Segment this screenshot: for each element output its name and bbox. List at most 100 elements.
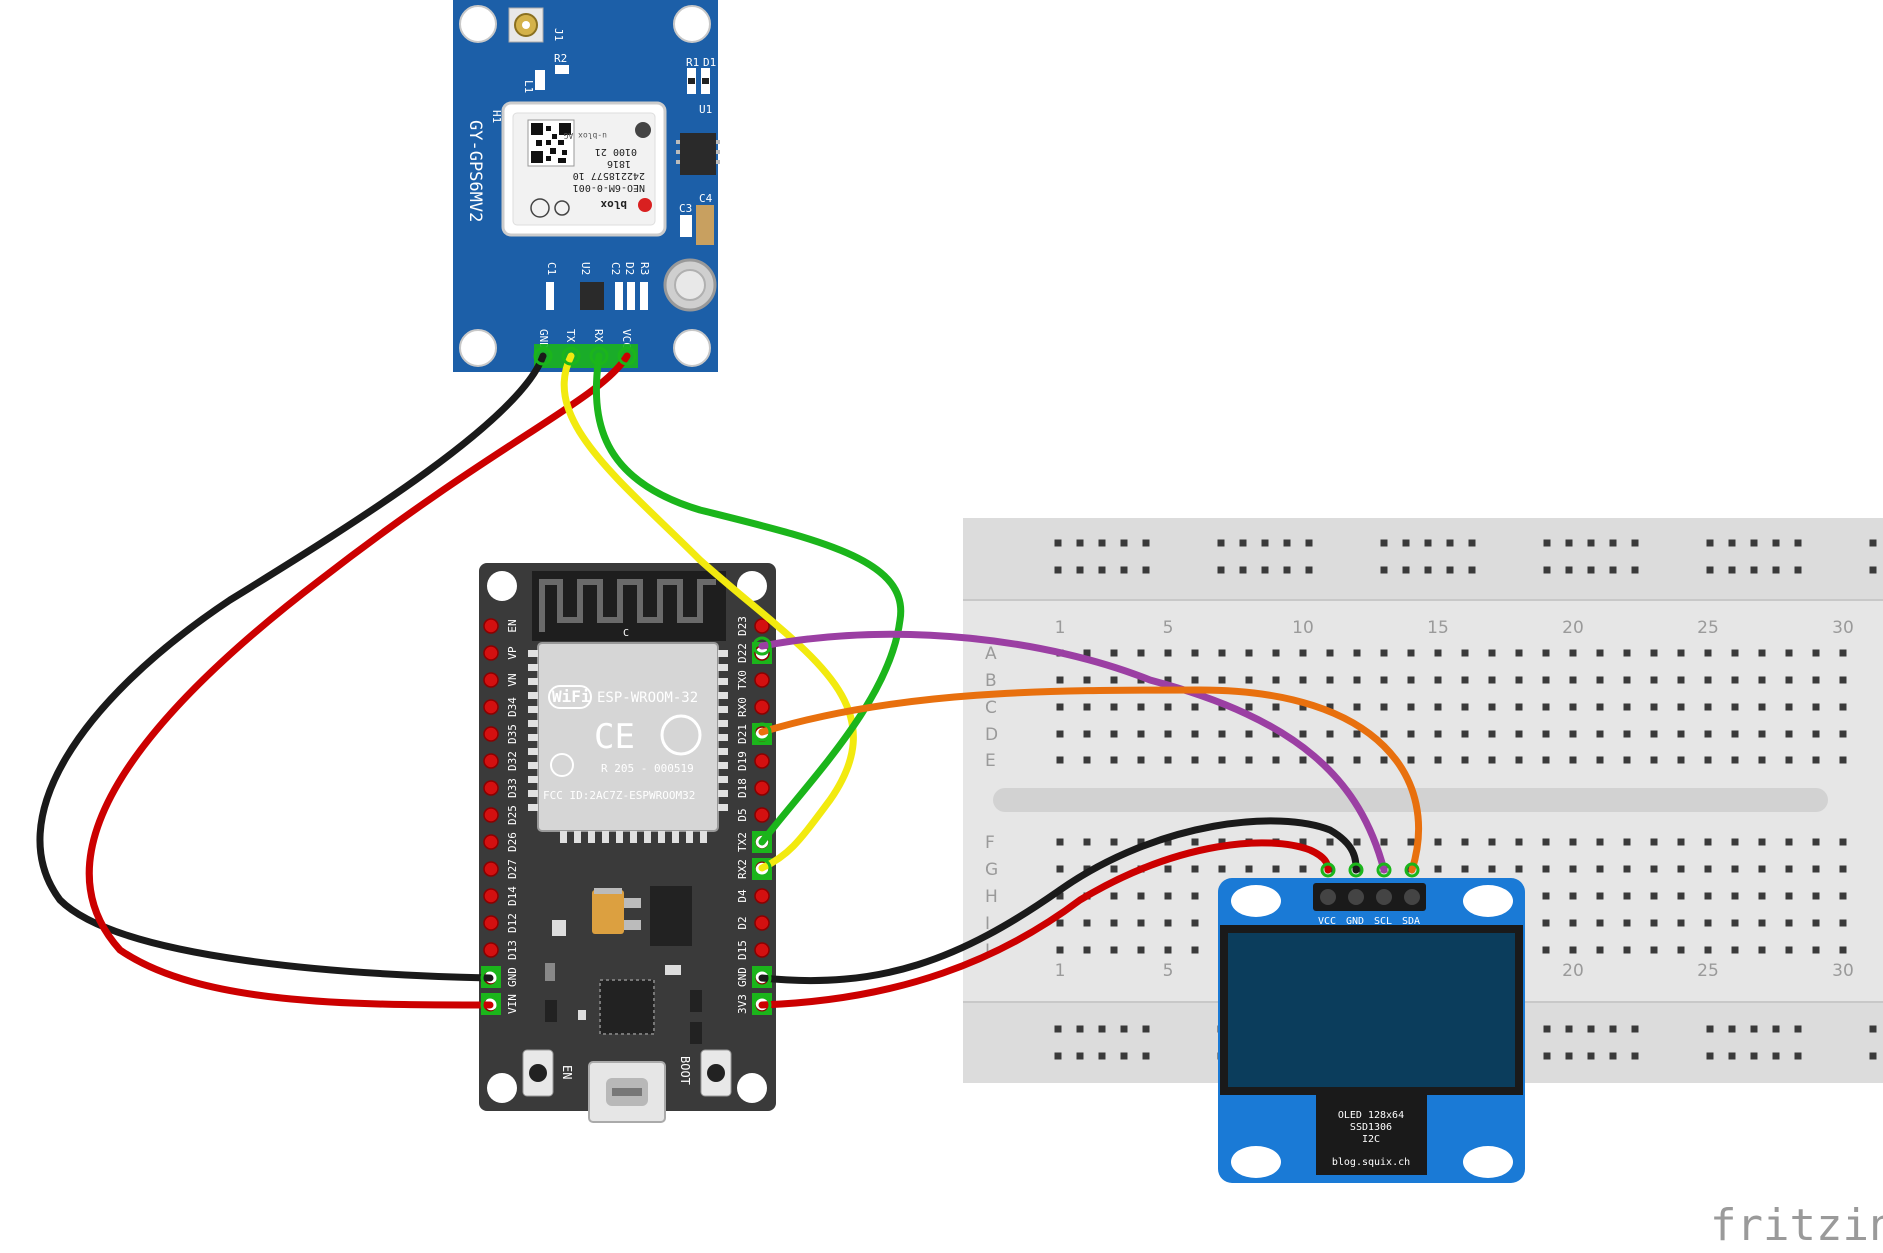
breadboard-hole bbox=[1272, 730, 1280, 738]
esp-left-pin[interactable] bbox=[483, 645, 499, 661]
breadboard-hole bbox=[1299, 865, 1307, 873]
wire-esp-d22-to-oled-scl[interactable] bbox=[758, 630, 1388, 874]
esp-left-pin[interactable] bbox=[483, 807, 499, 823]
breadboard-hole bbox=[1677, 919, 1685, 927]
breadboard-hole bbox=[1596, 756, 1604, 764]
fritzing-watermark: fritzing bbox=[1710, 1200, 1883, 1251]
breadboard-col-number: 5 bbox=[1163, 618, 1174, 638]
breadboard-hole bbox=[1083, 703, 1091, 711]
breadboard-rail-hole bbox=[1142, 566, 1150, 574]
breadboard-rail-hole bbox=[1543, 1025, 1551, 1033]
breadboard-hole bbox=[1110, 838, 1118, 846]
wire-esp-3v3-to-oled-vcc[interactable] bbox=[758, 839, 1332, 1009]
breadboard-hole bbox=[1434, 676, 1442, 684]
esp-module-pad bbox=[630, 831, 637, 843]
esp-module-pad bbox=[528, 678, 538, 685]
gps-refdes: J1 bbox=[552, 28, 565, 41]
esp-left-pin[interactable] bbox=[483, 726, 499, 742]
breadboard-hole bbox=[1650, 919, 1658, 927]
breadboard-col-number: 1 bbox=[1055, 961, 1066, 981]
breadboard-hole bbox=[1839, 676, 1847, 684]
esp-right-pin[interactable] bbox=[754, 915, 770, 931]
breadboard-hole bbox=[1731, 676, 1739, 684]
breadboard-rail-hole bbox=[1794, 1025, 1802, 1033]
breadboard-hole bbox=[1191, 730, 1199, 738]
breadboard-hole bbox=[1785, 703, 1793, 711]
breadboard-hole bbox=[1461, 730, 1469, 738]
gps-module-text: NEO-6M-0-001 bbox=[573, 182, 645, 193]
breadboard-hole bbox=[1785, 730, 1793, 738]
breadboard-hole bbox=[1326, 730, 1334, 738]
esp-right-pin[interactable] bbox=[754, 753, 770, 769]
breadboard-rail-hole bbox=[1098, 1025, 1106, 1033]
wire-gps-rx-to-esp-tx2[interactable] bbox=[592, 352, 905, 846]
esp-right-pin[interactable] bbox=[754, 888, 770, 904]
esp-module-pad bbox=[602, 831, 609, 843]
breadboard-rail-hole bbox=[1239, 566, 1247, 574]
breadboard-hole bbox=[1650, 730, 1658, 738]
breadboard-rail-hole bbox=[1305, 566, 1313, 574]
esp-left-pin[interactable] bbox=[483, 672, 499, 688]
breadboard-hole bbox=[1110, 756, 1118, 764]
oled-pin-label-vcc: VCC bbox=[1318, 916, 1336, 927]
breadboard-hole bbox=[1785, 756, 1793, 764]
wire-gps-vcc-to-esp-vin[interactable] bbox=[85, 352, 631, 1009]
breadboard-row-letter: C bbox=[985, 698, 997, 718]
breadboard-rail-hole bbox=[1543, 1052, 1551, 1060]
esp-left-pin[interactable] bbox=[483, 780, 499, 796]
esp-left-pin-label: GND bbox=[506, 967, 519, 987]
esp-left-pin[interactable] bbox=[483, 699, 499, 715]
breadboard-hole bbox=[1839, 703, 1847, 711]
breadboard-rail-hole bbox=[1631, 566, 1639, 574]
esp-right-pin[interactable] bbox=[754, 942, 770, 958]
breadboard-rail-hole bbox=[1728, 539, 1736, 547]
breadboard-hole bbox=[1164, 676, 1172, 684]
breadboard-hole bbox=[1596, 865, 1604, 873]
breadboard-hole bbox=[1110, 703, 1118, 711]
oled-screen bbox=[1228, 933, 1515, 1087]
breadboard-hole bbox=[1542, 865, 1550, 873]
esp-left-pin[interactable] bbox=[483, 753, 499, 769]
esp-right-pin[interactable] bbox=[754, 699, 770, 715]
esp-left-pin[interactable] bbox=[483, 834, 499, 850]
breadboard-hole bbox=[1272, 756, 1280, 764]
breadboard-hole bbox=[1704, 838, 1712, 846]
breadboard-hole bbox=[1623, 703, 1631, 711]
esp-left-pin[interactable] bbox=[483, 942, 499, 958]
esp-left-pin[interactable] bbox=[483, 861, 499, 877]
breadboard-hole bbox=[1164, 649, 1172, 657]
wire-esp-gnd-to-oled-gnd[interactable] bbox=[758, 817, 1360, 985]
oled-mount-hole bbox=[1231, 885, 1281, 917]
esp-module-pad bbox=[718, 678, 728, 685]
esp-cert-r: R 205 - 000519 bbox=[601, 762, 694, 775]
breadboard-rail-hole bbox=[1772, 1025, 1780, 1033]
esp-mount-hole bbox=[737, 571, 767, 601]
esp-right-pin[interactable] bbox=[754, 780, 770, 796]
gps-refdes: C4 bbox=[699, 192, 713, 205]
esp-left-pin[interactable] bbox=[483, 888, 499, 904]
breadboard-hole bbox=[1569, 649, 1577, 657]
gps-pin-label-vcc: VCC bbox=[620, 329, 633, 349]
breadboard-hole bbox=[1056, 756, 1064, 764]
esp-right-pin-label: D18 bbox=[736, 778, 749, 798]
gps-recycle-icon bbox=[554, 200, 570, 216]
breadboard-hole bbox=[1731, 649, 1739, 657]
breadboard-hole bbox=[1839, 865, 1847, 873]
breadboard-rail-hole bbox=[1728, 1025, 1736, 1033]
wire-gps-gnd-to-esp-gnd[interactable] bbox=[36, 352, 547, 982]
breadboard-hole bbox=[1137, 838, 1145, 846]
esp-right-pin[interactable] bbox=[754, 672, 770, 688]
esp-module-pad bbox=[528, 762, 538, 769]
esp-left-pin[interactable] bbox=[483, 618, 499, 634]
breadboard-rail-hole bbox=[1869, 1052, 1877, 1060]
breadboard-hole bbox=[1137, 756, 1145, 764]
breadboard-hole bbox=[1515, 756, 1523, 764]
esp-right-pin[interactable] bbox=[754, 807, 770, 823]
wire-esp-d21-to-oled-sda[interactable] bbox=[758, 686, 1423, 874]
esp-left-pin[interactable] bbox=[483, 915, 499, 931]
gps-module-text: 1816 bbox=[607, 158, 631, 169]
breadboard-hole bbox=[1812, 676, 1820, 684]
breadboard-hole bbox=[1083, 946, 1091, 954]
esp-right-pin[interactable] bbox=[754, 618, 770, 634]
breadboard-hole bbox=[1812, 892, 1820, 900]
